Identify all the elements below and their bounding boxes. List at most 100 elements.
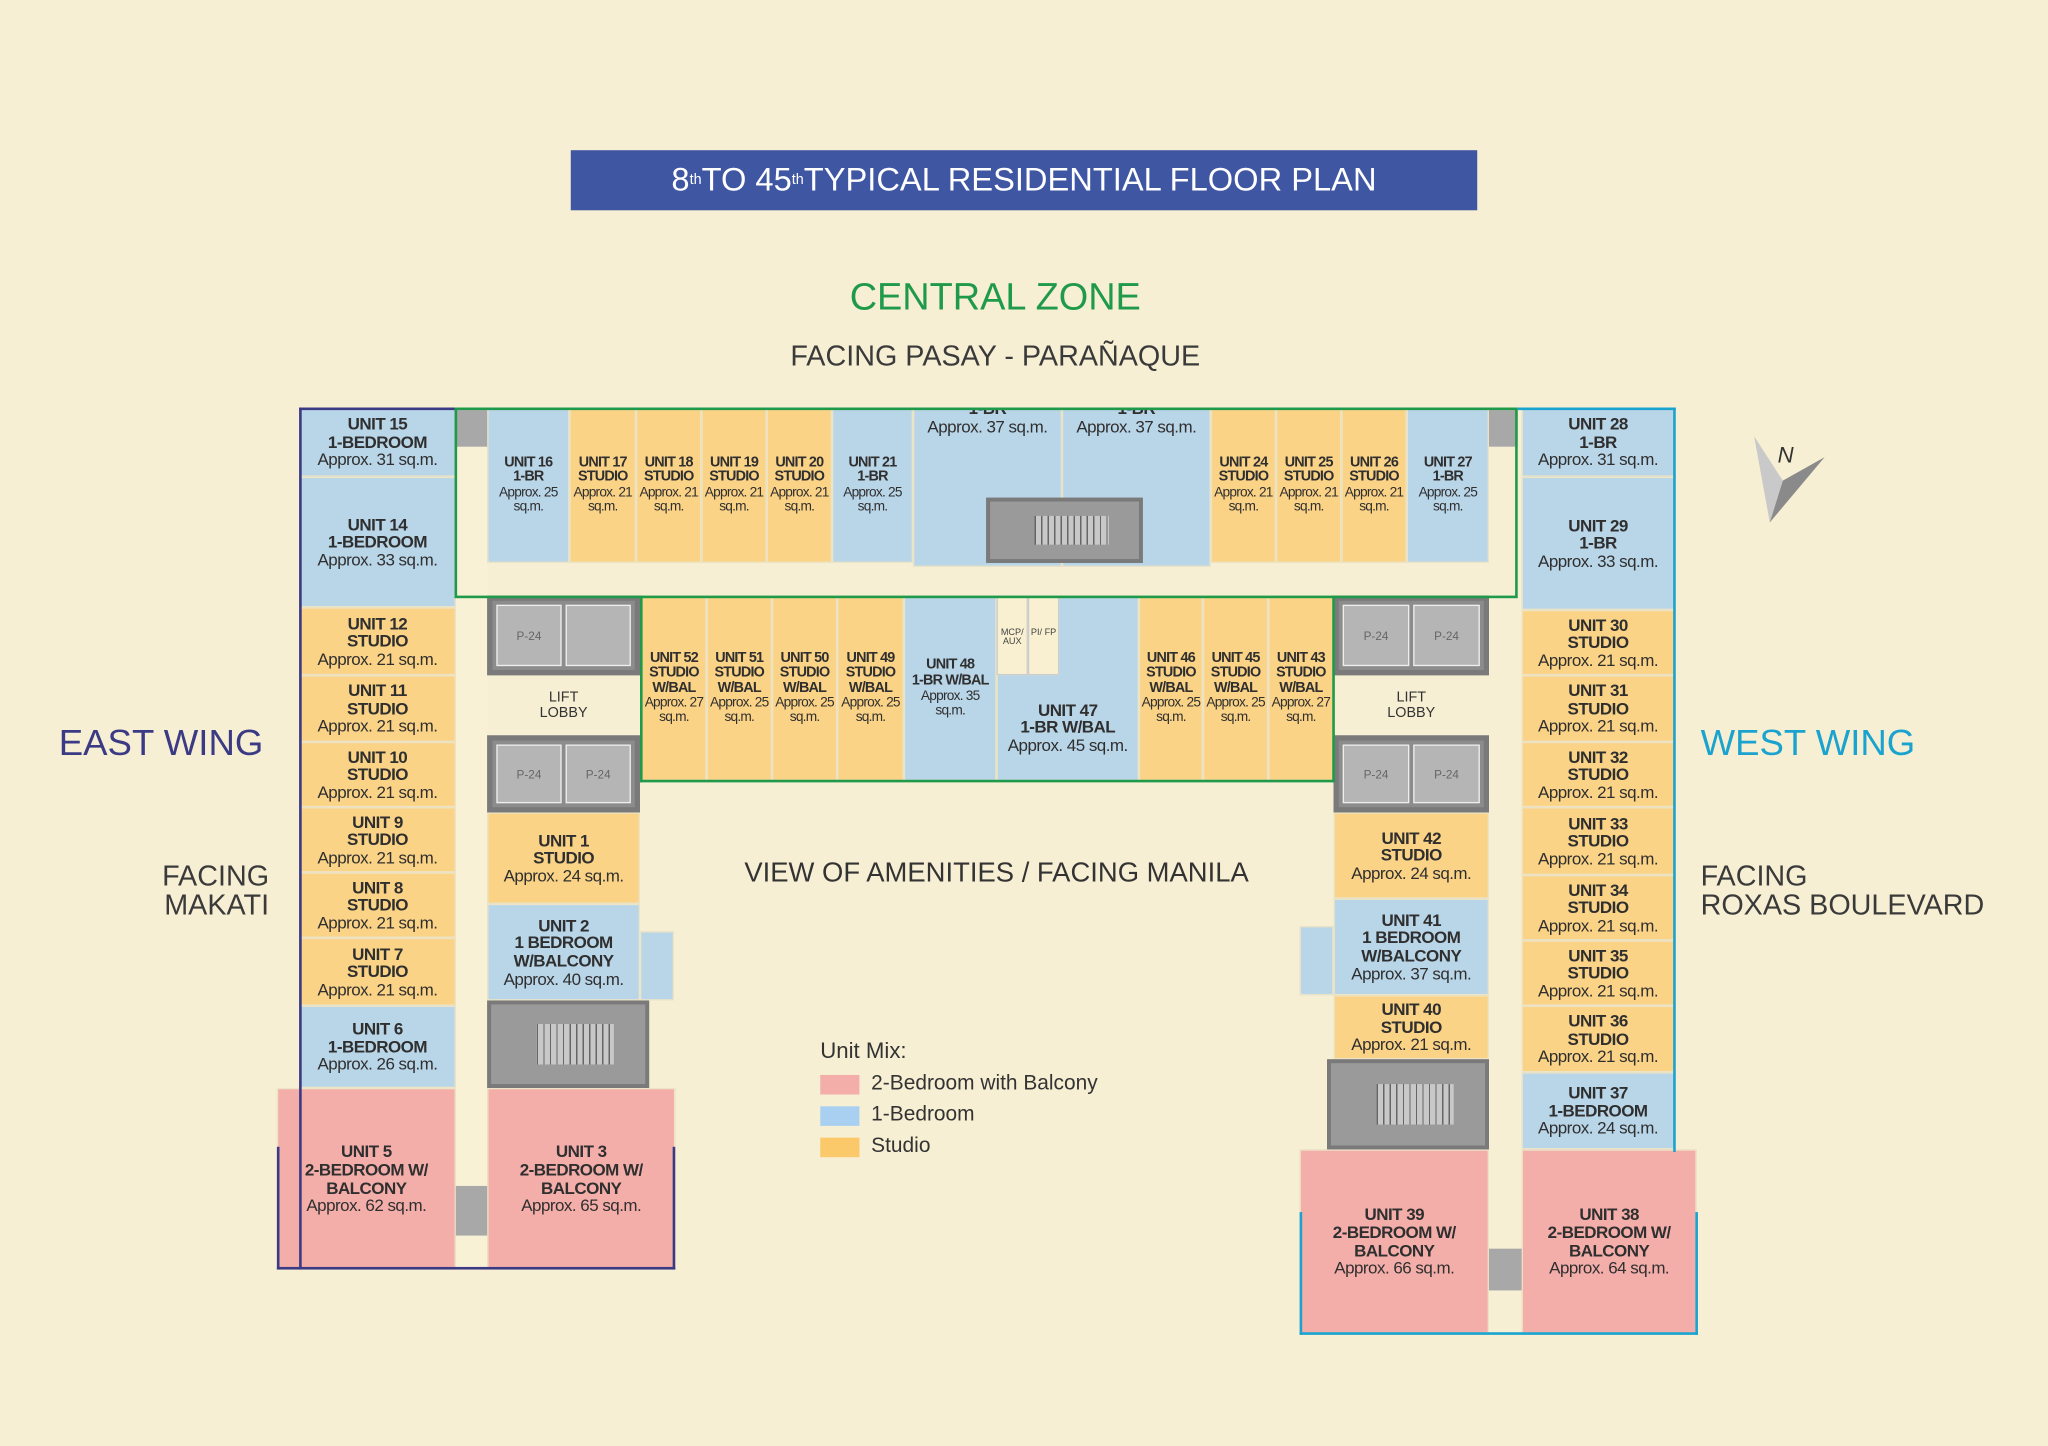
central-zone-label: CENTRAL ZONE [849, 276, 1141, 319]
unit-area: Approx. 21 sq.m. [317, 648, 438, 669]
unit-type: 1-BR [513, 469, 544, 486]
unit-type: STUDIO W/BAL [714, 665, 765, 696]
unit-type: 1-BR W/BAL [911, 672, 990, 689]
unit-name: UNIT 10 [347, 746, 408, 767]
unit-name: UNIT 19 [710, 454, 759, 471]
unit-name: UNIT 8 [352, 877, 403, 897]
unit-type: STUDIO [577, 469, 628, 486]
unit-type: STUDIO [1567, 830, 1630, 851]
unit-type: STUDIO [1567, 1028, 1630, 1049]
unit-type: STUDIO W/BAL [845, 665, 896, 696]
unit-type: 1 BEDROOM W/BALCONY [513, 933, 615, 971]
legend-item-1br: 1-Bedroom [820, 1104, 1097, 1128]
unit-area: Approx. 33 sq.m. [317, 549, 438, 570]
legend-title: Unit Mix: [820, 1038, 907, 1064]
unit-name: UNIT 48 [926, 657, 975, 674]
unit-type: STUDIO [1567, 764, 1630, 784]
unit-type: 2-BEDROOM W/ BALCONY [1332, 1222, 1457, 1260]
unit-name: UNIT 24 [1219, 454, 1268, 471]
unit-type: 1-BR [968, 407, 1007, 419]
unit-name: UNIT 45 [1211, 649, 1261, 666]
unit-name: UNIT 16 [504, 454, 553, 471]
unit-area: Approx. 40 sq.m. [503, 968, 625, 989]
legend-swatch-1br [820, 1105, 860, 1126]
unit-type: STUDIO W/BAL [1210, 665, 1261, 696]
unit-type: 1-BR [1579, 533, 1617, 553]
unit-area: Approx. 21 sq.m. [1538, 650, 1659, 670]
unit-name: UNIT 1 [538, 830, 589, 850]
unit-name: UNIT 26 [1350, 454, 1399, 471]
unit-type: 1-BEDROOM [327, 1036, 428, 1057]
south-facing-label: VIEW OF AMENITIES / FACING MANILA [744, 858, 1249, 889]
unit-area: Approx. 24 sq.m. [1351, 863, 1472, 883]
title-sup1: th [689, 172, 702, 189]
unit-type: STUDIO [1380, 845, 1443, 865]
unit-area: Approx. 27 sq.m. [644, 695, 704, 726]
unit-type: 2-BEDROOM W/ BALCONY [1547, 1222, 1672, 1260]
lobby-line1: LIFT [548, 689, 579, 706]
unit-name: UNIT 42 [1381, 827, 1442, 848]
unit-name: UNIT 49 [846, 649, 896, 666]
unit-area: Approx. 21 sq.m. [1214, 484, 1273, 515]
unit-type: STUDIO W/BAL [649, 665, 699, 696]
unit-type: 1-BEDROOM [327, 431, 428, 452]
unit-area: Approx. 21 sq.m. [1538, 1046, 1659, 1067]
legend-label: Studio [871, 1135, 931, 1158]
elevator-car: P-24 [1342, 744, 1410, 804]
unit-name: UNIT 39 [1364, 1204, 1425, 1225]
unit-name: UNIT 32 [1568, 746, 1628, 767]
fire-stair [487, 1000, 650, 1088]
unit-type: 1-BEDROOM [1548, 1100, 1648, 1121]
unit-area: Approx. 25 sq.m. [775, 695, 834, 726]
unit-type: STUDIO [533, 847, 595, 868]
unit-name: UNIT 6 [352, 1018, 403, 1039]
